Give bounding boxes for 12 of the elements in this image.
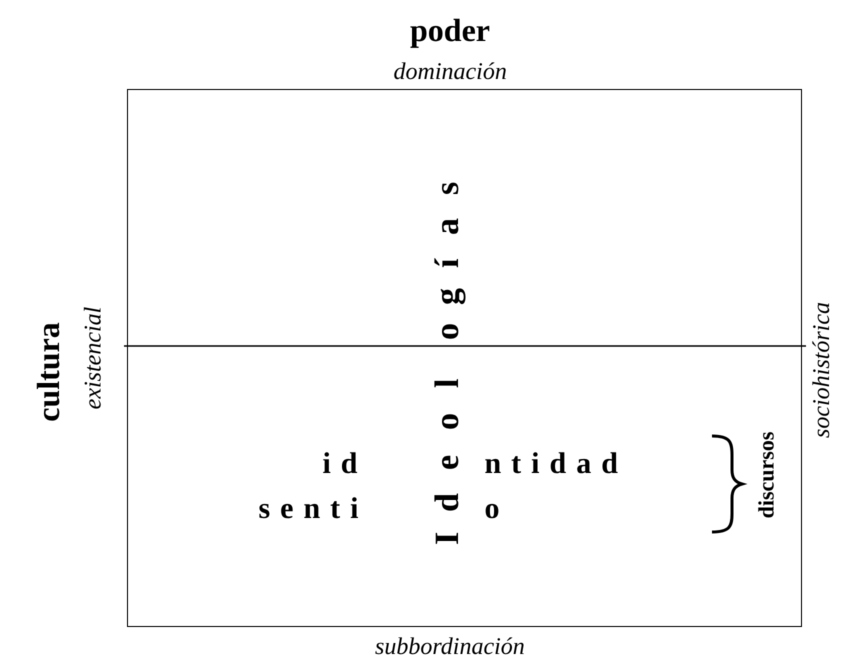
axis-label: dominación bbox=[394, 60, 507, 84]
word-fragment: o bbox=[484, 494, 510, 524]
word-fragment: id bbox=[322, 448, 368, 478]
heading: poder bbox=[410, 14, 490, 46]
heading: cultura bbox=[32, 322, 64, 422]
axis-label: sociohistórica bbox=[810, 302, 834, 438]
axis-label: existencial bbox=[80, 306, 105, 410]
word-fragment: senti bbox=[258, 494, 368, 524]
word-fragment: ntidad bbox=[484, 448, 628, 478]
frame-box bbox=[127, 89, 802, 627]
axis-label: subbordinación bbox=[375, 635, 525, 659]
bracket-label: discursos bbox=[754, 432, 777, 518]
